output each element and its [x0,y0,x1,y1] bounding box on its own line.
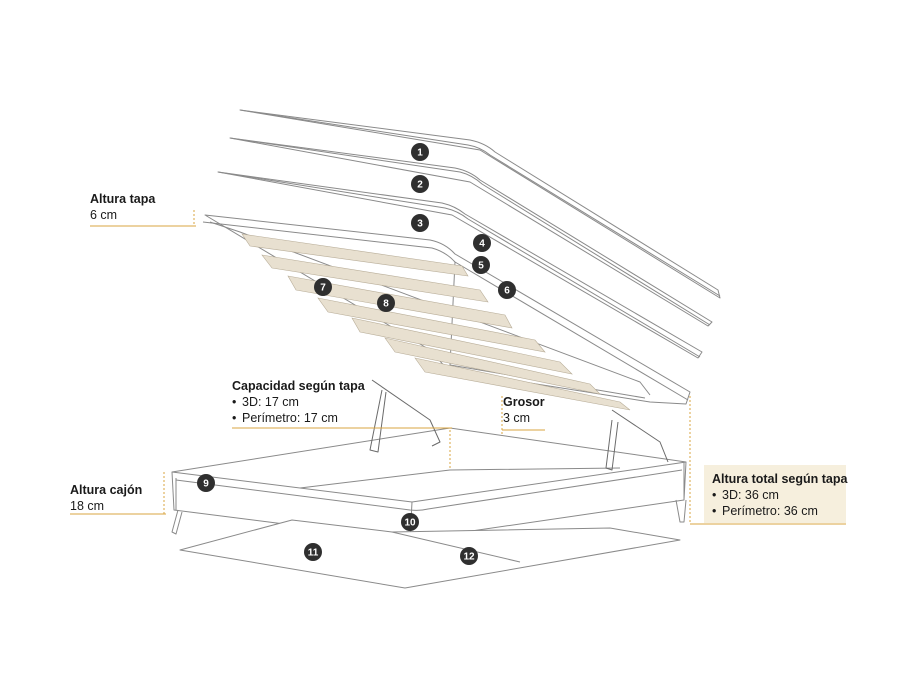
part-badge-3: 3 [411,214,429,232]
svg-text:3: 3 [417,219,423,230]
part-badge-6: 6 [498,281,516,299]
label-altura-total-list: 3D: 36 cm Perímetro: 36 cm [712,487,836,519]
label-grosor-title: Grosor [503,395,545,409]
label-capacidad-list: 3D: 17 cm Perímetro: 17 cm [232,394,365,426]
label-altura-cajon: Altura cajón 18 cm [70,482,142,514]
label-altura-total-title: Altura total según tapa [712,472,848,486]
part-badge-10: 10 [401,513,419,531]
part-badge-12: 12 [460,547,478,565]
svg-text:11: 11 [308,548,319,559]
svg-text:6: 6 [504,286,510,297]
svg-text:1: 1 [417,148,423,159]
label-altura-total-item: Perímetro: 36 cm [712,503,836,519]
label-altura-tapa: Altura tapa 6 cm [90,191,155,223]
slats [241,233,631,411]
hydraulic-lifts [369,379,669,471]
label-capacidad-item: 3D: 17 cm [232,394,365,410]
svg-text:4: 4 [479,239,485,250]
base-panels [179,519,681,589]
panel-3 [217,171,703,359]
part-badge-5: 5 [472,256,490,274]
label-capacidad: Capacidad según tapa 3D: 17 cm Perímetro… [232,378,365,426]
panel-2 [229,137,713,327]
part-badge-4: 4 [473,234,491,252]
svg-text:8: 8 [383,299,389,310]
part-badges: 1 2 3 4 5 6 7 8 9 10 11 12 [197,143,516,565]
panel-1 [239,109,721,299]
label-grosor: Grosor 3 cm [503,394,545,426]
label-capacidad-title: Capacidad según tapa [232,379,365,393]
part-badge-7: 7 [314,278,332,296]
measurement-lines [70,210,846,525]
part-badge-8: 8 [377,294,395,312]
label-altura-tapa-title: Altura tapa [90,192,156,206]
label-capacidad-item: Perímetro: 17 cm [232,410,365,426]
label-altura-tapa-value: 6 cm [90,208,118,222]
part-badge-2: 2 [411,175,429,193]
part-badge-9: 9 [197,474,215,492]
label-altura-total: Altura total según tapa 3D: 36 cm Períme… [704,465,848,523]
label-altura-total-item: 3D: 36 cm [712,487,836,503]
svg-text:9: 9 [203,479,209,490]
part-badge-1: 1 [411,143,429,161]
svg-text:2: 2 [417,180,423,191]
svg-text:7: 7 [320,283,326,294]
part-badge-11: 11 [304,543,322,561]
svg-text:5: 5 [478,261,484,272]
label-altura-cajon-value: 18 cm [70,499,105,513]
svg-text:12: 12 [463,552,475,563]
label-grosor-value: 3 cm [503,411,531,425]
label-altura-cajon-title: Altura cajón [70,483,143,497]
svg-text:10: 10 [404,518,416,529]
